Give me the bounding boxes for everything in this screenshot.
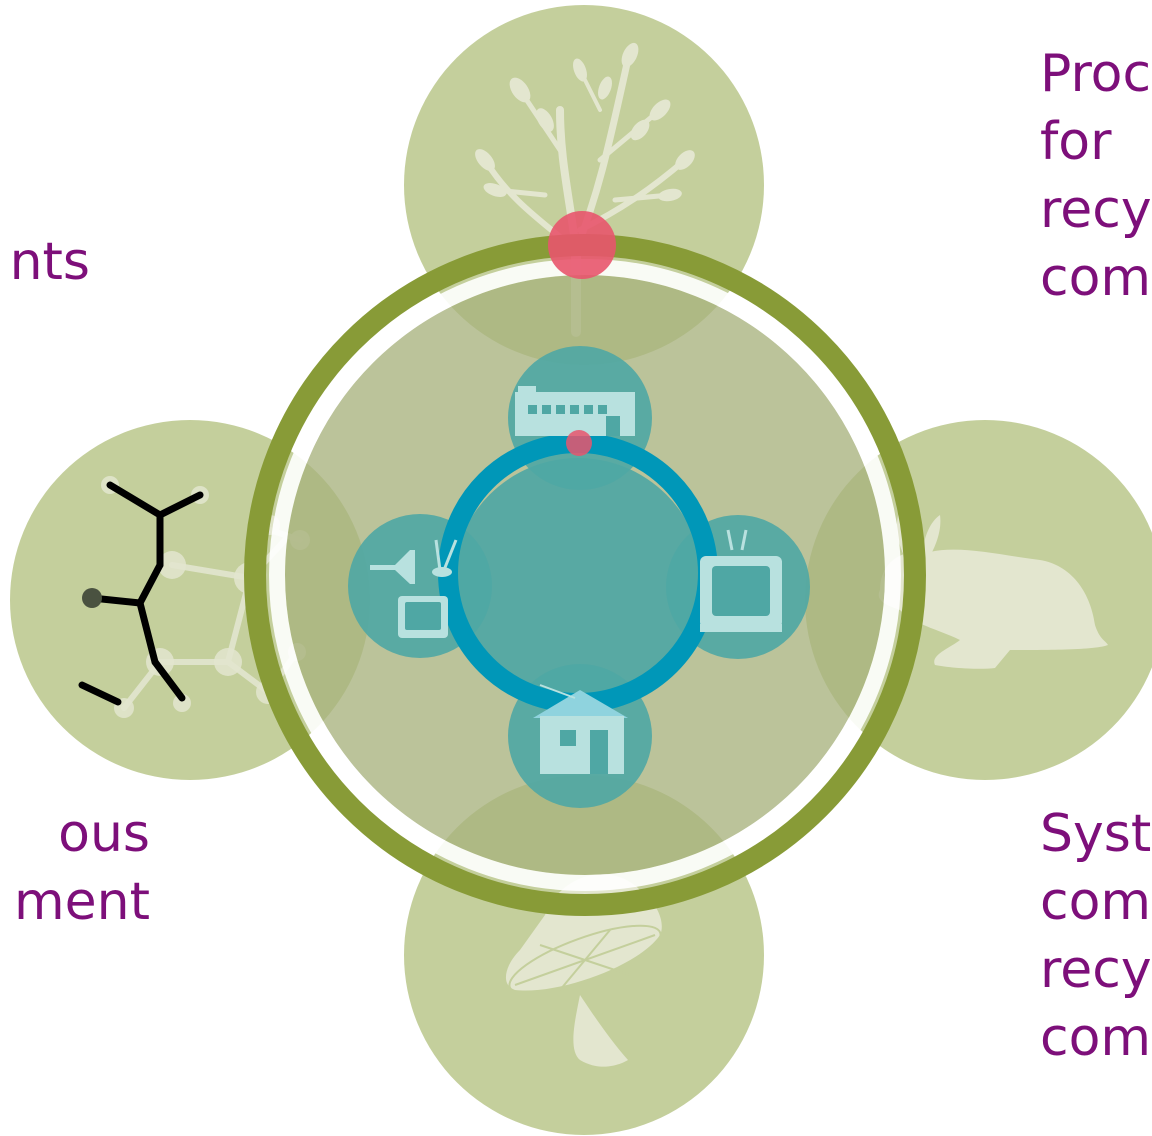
label-line: com <box>1040 1008 1152 1068</box>
label-bottom-right: Syst com recy com <box>1040 800 1152 1072</box>
inner-ring-marker <box>566 430 592 456</box>
label-line: recy <box>1040 180 1152 240</box>
inner-main-circle <box>453 458 703 708</box>
label-line: Proc <box>1040 44 1152 104</box>
label-line: nts <box>9 232 90 292</box>
label-line: com <box>1040 248 1152 308</box>
tree-leaves-icon <box>475 42 695 202</box>
label-line: ment <box>14 872 150 932</box>
label-line: com <box>1040 872 1152 932</box>
plug-and-tv-icon <box>370 539 458 638</box>
label-top-right: Proc for recy com <box>1040 40 1152 312</box>
outer-ring-marker <box>548 211 616 279</box>
label-line: recy <box>1040 940 1152 1000</box>
mushroom-gills-icon <box>508 924 662 996</box>
label-bottom-left: ous ment <box>0 800 150 936</box>
house-icon <box>533 684 628 774</box>
label-line: ous <box>58 804 150 864</box>
label-line: for <box>1040 112 1112 172</box>
label-line: Syst <box>1040 804 1152 864</box>
factory-icon <box>515 386 635 436</box>
television-icon <box>700 529 782 632</box>
label-top-left: nts <box>0 228 90 296</box>
